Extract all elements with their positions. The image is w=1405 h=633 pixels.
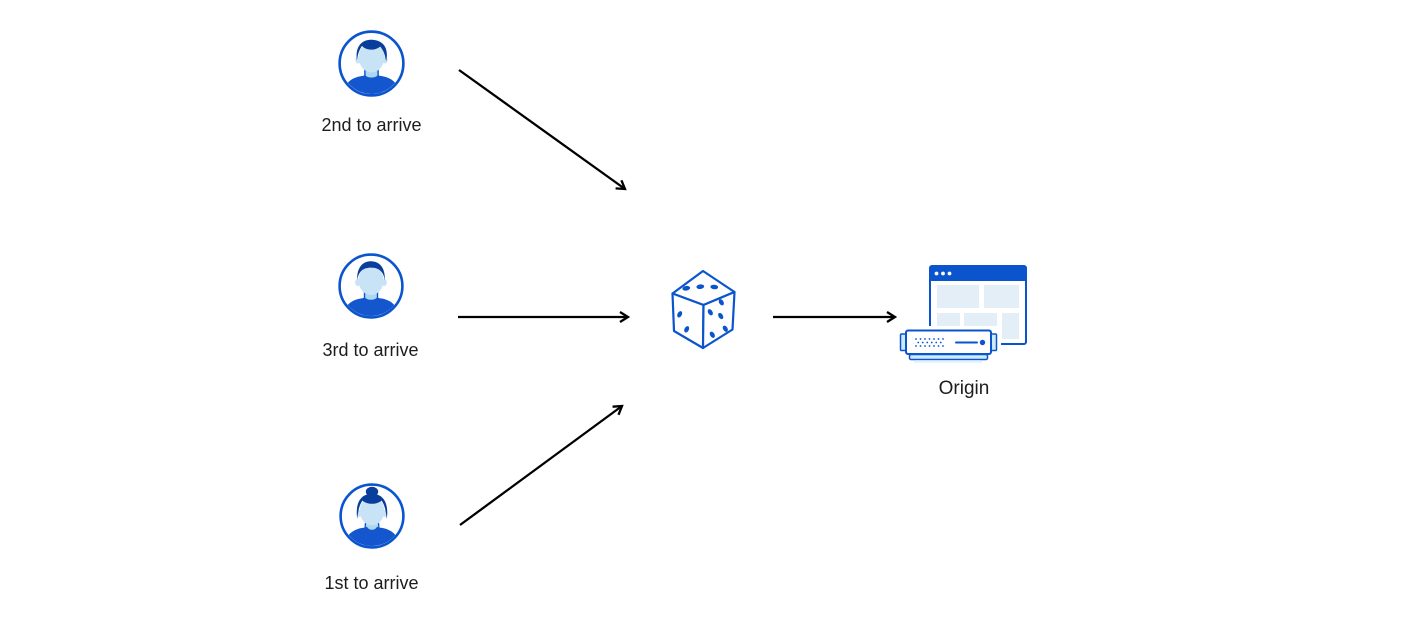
client-node-3rd: 3rd to arrive <box>310 253 431 362</box>
origin-node: Origin <box>896 262 1032 401</box>
browser-window-icon <box>929 265 1027 345</box>
male-avatar-icon <box>338 30 405 97</box>
arrow-client1-to-dice <box>459 404 624 526</box>
dice-icon <box>671 269 736 350</box>
client-label: 1st to arrive <box>324 573 419 593</box>
client-label: 2nd to arrive <box>321 115 422 135</box>
client-label: 3rd to arrive <box>322 340 419 360</box>
female-avatar-icon <box>338 483 405 549</box>
randomizer-node <box>668 268 742 352</box>
origin-label: Origin <box>938 378 990 399</box>
client-node-2nd: 2nd to arrive <box>311 30 432 137</box>
arrow-client2-to-dice <box>458 69 627 191</box>
male-avatar-icon <box>337 253 404 319</box>
client-node-1st: 1st to arrive <box>311 483 432 595</box>
origin-server-icon <box>897 265 1027 363</box>
server-icon <box>897 326 1001 363</box>
